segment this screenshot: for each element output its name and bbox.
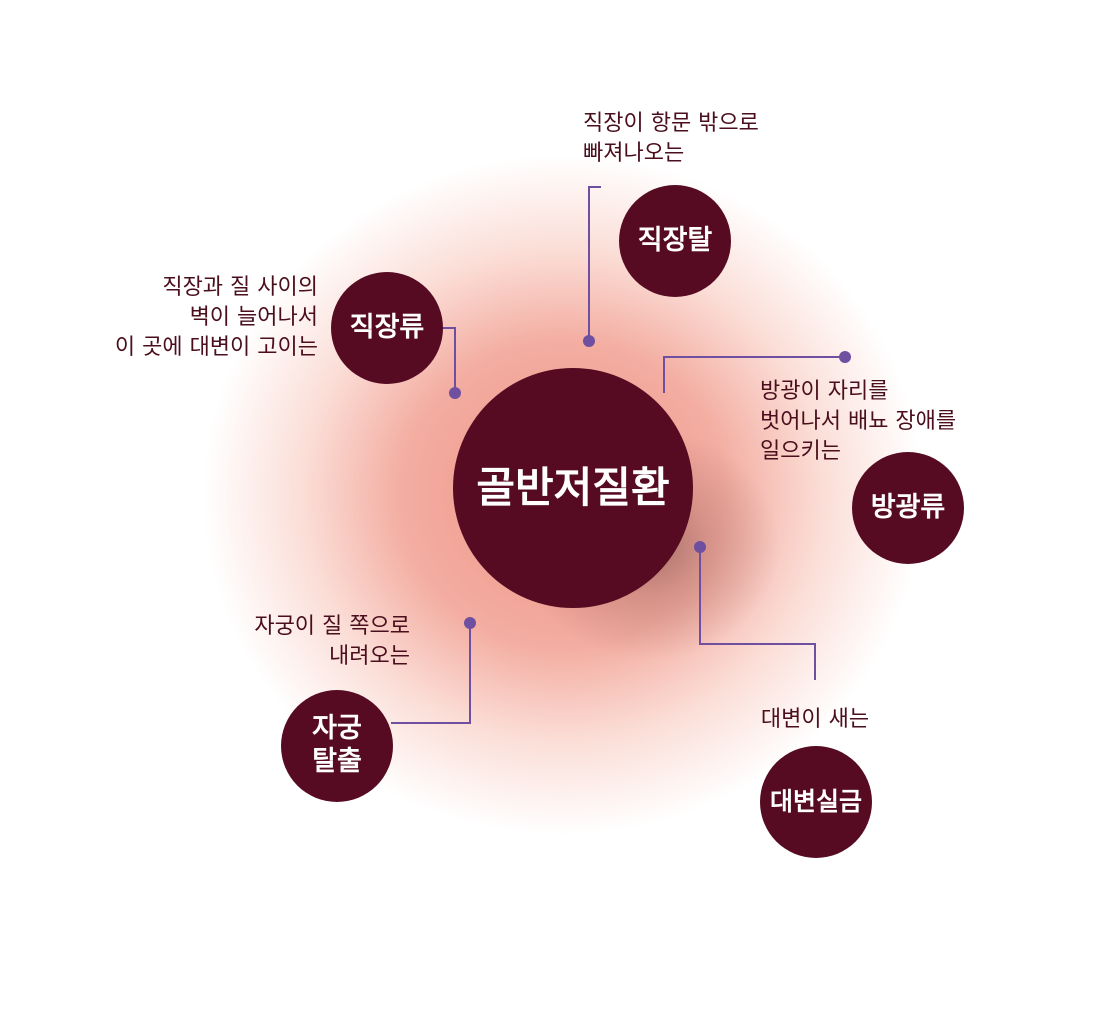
desc-cystocele: 방광이 자리를 벗어나서 배뇨 장애를 일으키는 (760, 379, 957, 464)
connector-dot-fecal-incontinence (694, 541, 706, 553)
node-uterine-prolapse: 자궁 탈출 (281, 690, 393, 802)
connector-dot-cystocele (839, 351, 851, 363)
desc-rectocele: 직장과 질 사이의 벽이 늘어나서 이 곳에 대변이 고이는 (114, 275, 318, 360)
node-fecal-incontinence: 대변실금 (760, 746, 872, 858)
desc-uterine-prolapse: 자궁이 질 쪽으로 내려오는 (254, 614, 410, 669)
node-cystocele: 방광류 (852, 452, 964, 564)
connector-fecal-incontinence (699, 547, 816, 680)
connector-uterine-prolapse (391, 623, 471, 724)
desc-rectal-prolapse: 직장이 항문 밖으로 빠져나오는 (583, 111, 759, 166)
center-node-pelvic-floor-disorder: 골반저질환 (453, 368, 693, 608)
connector-dot-uterine-prolapse (464, 617, 476, 629)
connector-rectocele (441, 327, 456, 393)
desc-fecal-incontinence: 대변이 새는 (760, 707, 870, 732)
node-rectal-prolapse: 직장탈 (619, 185, 731, 297)
connector-dot-rectocele (449, 387, 461, 399)
node-rectocele: 직장류 (331, 272, 443, 384)
connector-dot-rectal-prolapse (583, 335, 595, 347)
connector-rectal-prolapse (588, 186, 601, 341)
connector-cystocele (663, 356, 845, 393)
